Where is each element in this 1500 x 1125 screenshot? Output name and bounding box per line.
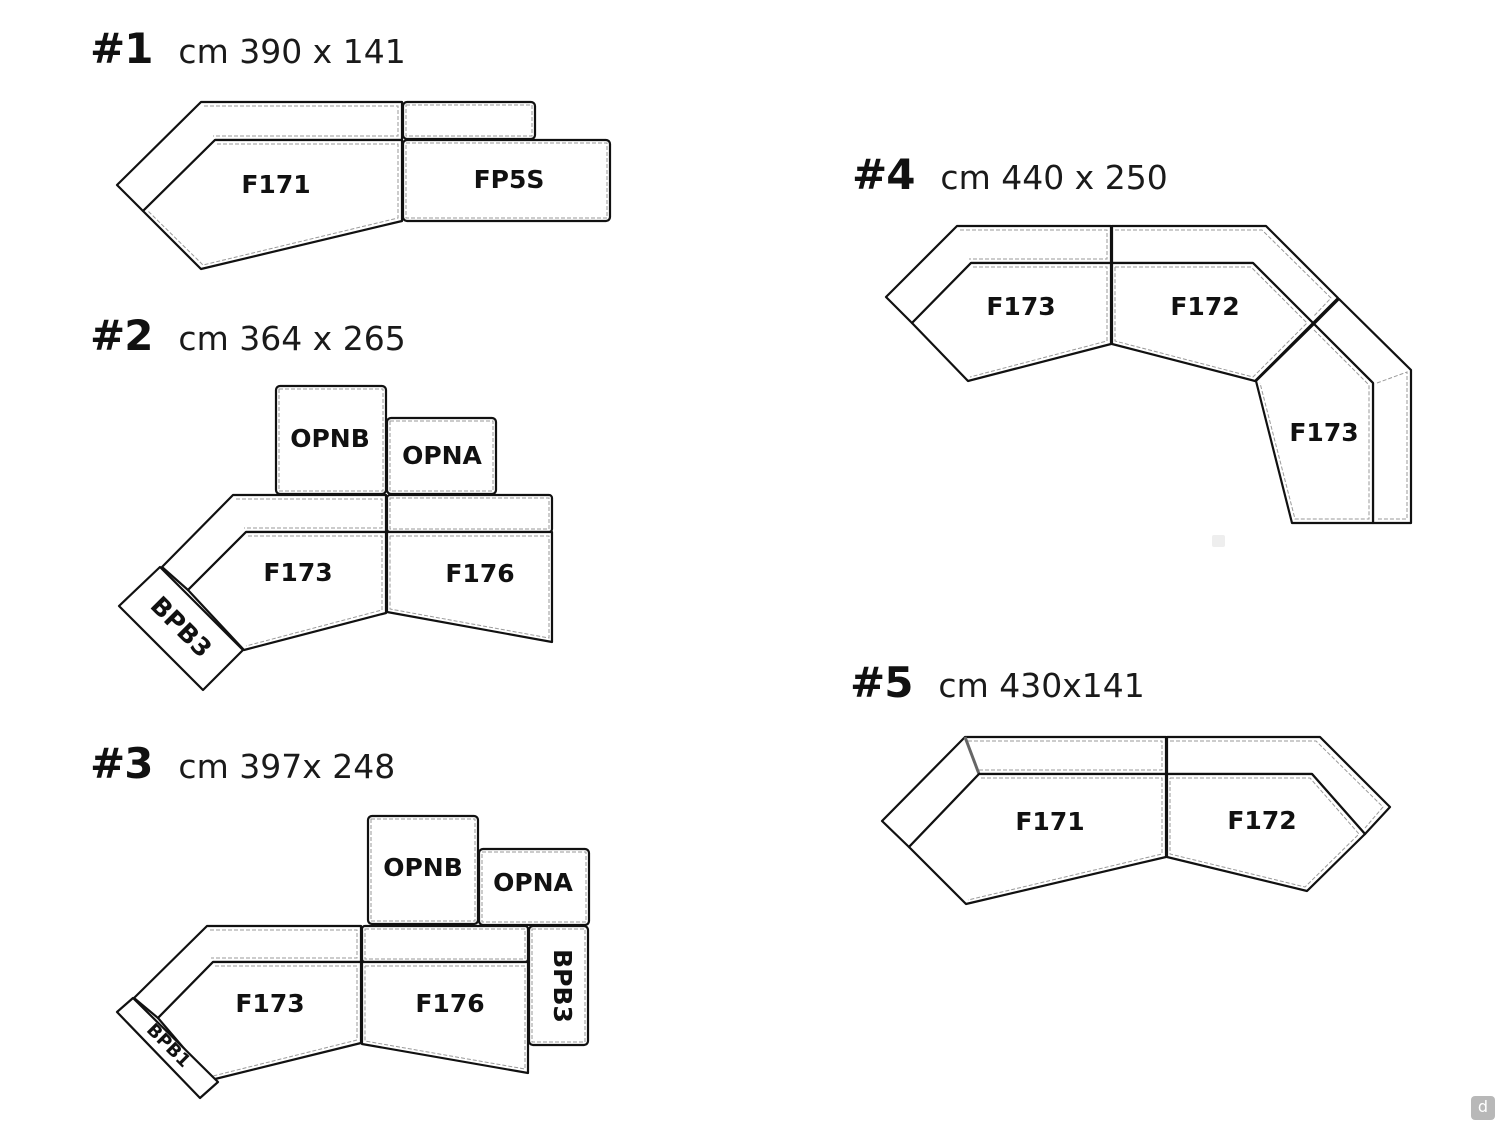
stitch-line xyxy=(1259,329,1370,520)
config-dimensions: cm 390 x 141 xyxy=(178,32,406,71)
stitch-line xyxy=(405,104,533,137)
stitch-line xyxy=(960,229,1108,260)
module-bpb3 xyxy=(117,565,245,692)
stitch-line xyxy=(968,740,1163,771)
seam-line xyxy=(963,736,981,775)
config-dimensions: cm 440 x 250 xyxy=(940,158,1168,197)
stitch-line xyxy=(389,535,550,639)
stitch-line xyxy=(1376,371,1408,520)
stitch-line xyxy=(967,777,1163,901)
module-label: F172 xyxy=(1170,292,1239,321)
module-label: FP5S xyxy=(474,165,545,194)
module-label: F171 xyxy=(1015,807,1084,836)
stitch-line xyxy=(364,965,526,1070)
config-dimensions: cm 364 x 265 xyxy=(178,319,406,358)
config-3-header: #3 cm 397x 248 xyxy=(90,739,395,788)
stitch-line xyxy=(389,420,494,492)
stitch-line xyxy=(147,143,399,266)
config-3-plan: F173 F176 OPNB OPNA BPB3 BPB1 xyxy=(115,814,591,1100)
config-1-plan: F171 FP5S xyxy=(115,100,612,271)
module-label: OPNA xyxy=(493,868,573,897)
module-label: OPNB xyxy=(383,853,463,882)
stitch-line xyxy=(389,497,550,530)
stitch-line xyxy=(204,105,399,137)
config-4-header: #4 cm 440 x 250 xyxy=(852,150,1168,199)
module-label: BPB3 xyxy=(548,949,577,1023)
stitch-line xyxy=(1114,266,1308,378)
stitch-line xyxy=(481,851,587,923)
config-number: #2 xyxy=(90,311,153,360)
config-number: #3 xyxy=(90,739,153,788)
config-2-header: #2 cm 364 x 265 xyxy=(90,311,406,360)
module-f171 xyxy=(907,772,1168,906)
stitch-line xyxy=(370,818,476,922)
module-label: OPNA xyxy=(402,441,482,470)
module-bpb3 xyxy=(527,924,590,1047)
stitch-line xyxy=(1115,229,1332,318)
module-label: F173 xyxy=(1289,418,1358,447)
config-number: #5 xyxy=(850,658,913,707)
module-label: F173 xyxy=(986,292,1055,321)
stitch-line xyxy=(212,965,358,1077)
config-1-header: #1 cm 390 x 141 xyxy=(90,24,406,73)
module-label: F176 xyxy=(445,559,514,588)
module-f172 xyxy=(1165,772,1367,893)
module-label: OPNB xyxy=(290,424,370,453)
config-5-header: #5 cm 430x141 xyxy=(850,658,1145,707)
config-4-plan: F173 F172 F173 xyxy=(884,224,1413,547)
module-f176-back xyxy=(385,493,554,534)
module-f173 xyxy=(1254,322,1375,525)
module-f173 xyxy=(910,261,1113,383)
module-label: F176 xyxy=(415,989,484,1018)
module-f176 xyxy=(360,960,530,1075)
stitch-line xyxy=(364,928,526,960)
config-number: #4 xyxy=(852,150,915,199)
module-label: F173 xyxy=(263,558,332,587)
module-f176 xyxy=(385,530,554,644)
stitch-line xyxy=(1169,777,1360,888)
module-f171 xyxy=(141,138,404,271)
stitch-line xyxy=(210,929,358,959)
artifact-mark xyxy=(1212,535,1225,547)
d-logo-icon: d xyxy=(1471,1096,1495,1120)
module-f176-back xyxy=(360,924,530,964)
module-label: F171 xyxy=(241,170,310,199)
stitch-line xyxy=(245,535,383,647)
config-number: #1 xyxy=(90,24,153,73)
stitch-line xyxy=(1170,740,1384,829)
config-dimensions: cm 397x 248 xyxy=(178,747,396,786)
module-fp5s xyxy=(401,138,612,223)
stitch-line xyxy=(278,388,384,492)
module-bpb1 xyxy=(115,996,220,1100)
module-f173 xyxy=(156,960,363,1082)
config-2-plan: F173 F176 OPNB OPNA BPB3 xyxy=(117,384,554,692)
stitch-line xyxy=(236,498,383,529)
config-dimensions: cm 430x141 xyxy=(938,666,1145,705)
module-fp5s-back xyxy=(401,100,537,141)
module-label: F172 xyxy=(1227,806,1296,835)
module-f173 xyxy=(186,530,388,652)
stitch-line xyxy=(531,928,586,1043)
stitch-line xyxy=(969,266,1108,378)
config-5-plan: F171 F172 xyxy=(880,735,1392,906)
module-label: F173 xyxy=(235,989,304,1018)
